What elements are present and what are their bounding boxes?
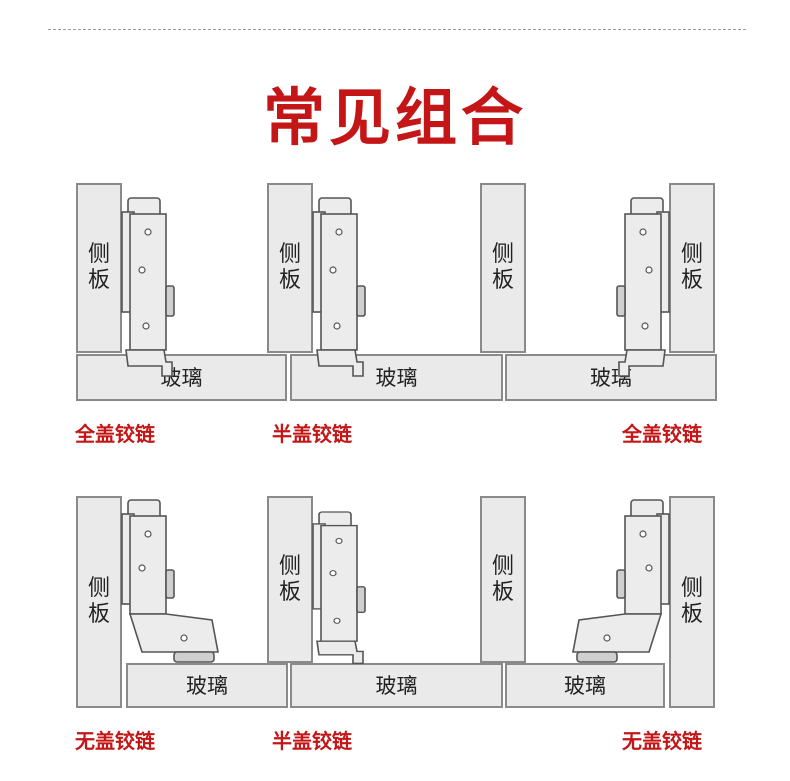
side-panel: 侧板 [76, 183, 122, 353]
side-panel: 侧板 [480, 183, 526, 353]
hinge-full-overlay-icon [616, 197, 670, 377]
glass-panel: 玻璃 [290, 663, 503, 708]
side-panel: 侧板 [267, 183, 313, 353]
side-panel: 侧板 [669, 496, 715, 708]
glass-panel: 玻璃 [126, 663, 288, 708]
side-panel-label: 侧板 [278, 553, 301, 605]
caption-half-overlay: 半盖铰链 [272, 422, 352, 446]
glass-panel: 玻璃 [505, 354, 717, 401]
side-panel-label: 侧板 [278, 242, 301, 293]
side-panel-label: 侧板 [87, 242, 110, 293]
glass-label: 玻璃 [375, 365, 418, 390]
side-panel-label: 侧板 [87, 576, 110, 627]
side-panel-label: 侧板 [680, 242, 703, 293]
side-panel: 侧板 [76, 496, 122, 708]
side-panel: 侧板 [267, 496, 313, 663]
hinge-inset-icon [121, 499, 219, 663]
hinge-full-overlay-icon [121, 197, 175, 377]
side-panel: 侧板 [480, 496, 526, 663]
side-panel-label: 侧板 [491, 242, 514, 293]
glass-label: 玻璃 [186, 673, 228, 698]
caption-full-overlay-right: 全盖铰链 [622, 422, 702, 446]
top-dashed-divider [48, 29, 746, 30]
hinge-inset-icon [572, 499, 670, 663]
glass-panel: 玻璃 [76, 354, 287, 401]
page-title: 常见组合 [262, 81, 527, 154]
side-panel: 侧板 [669, 183, 715, 353]
side-panel-label: 侧板 [491, 553, 514, 605]
caption-full-overlay-left: 全盖铰链 [75, 422, 155, 446]
glass-label: 玻璃 [375, 673, 418, 698]
glass-panel: 玻璃 [505, 663, 665, 708]
caption-half-overlay: 半盖铰链 [272, 729, 352, 753]
hinge-half-overlay-icon [312, 511, 366, 665]
glass-label: 玻璃 [564, 673, 606, 698]
glass-panel: 玻璃 [290, 354, 503, 401]
hinge-half-overlay-icon [312, 197, 366, 377]
caption-inset-left: 无盖铰链 [75, 729, 155, 753]
caption-inset-right: 无盖铰链 [622, 729, 702, 753]
side-panel-label: 侧板 [680, 576, 703, 627]
